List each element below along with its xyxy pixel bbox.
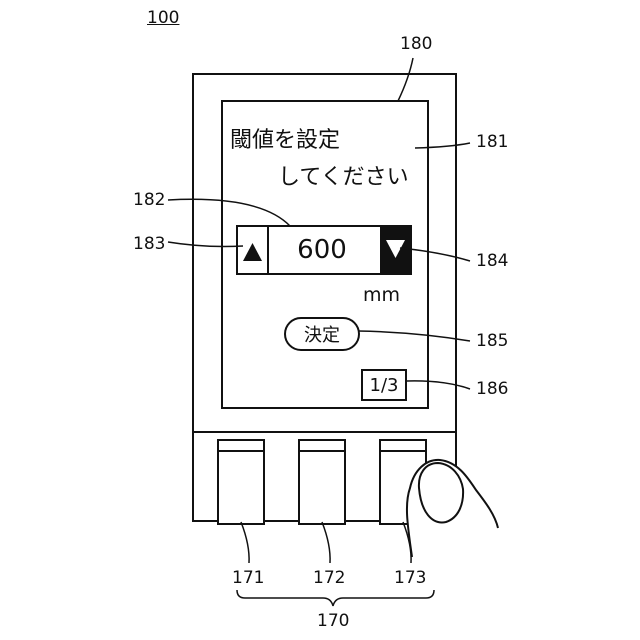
ref-label-181: 181 bbox=[476, 134, 508, 151]
ref-label-170: 170 bbox=[317, 613, 349, 630]
ref-label-180: 180 bbox=[400, 36, 432, 53]
instruction-line-2: してください bbox=[278, 167, 409, 189]
unit-label: mm bbox=[363, 286, 400, 305]
figure-number: 100 bbox=[147, 10, 179, 27]
leader-172 bbox=[322, 522, 330, 563]
ref-label-171: 171 bbox=[232, 570, 264, 587]
threshold-down-button[interactable] bbox=[380, 226, 411, 274]
ref-label-186: 186 bbox=[476, 381, 508, 398]
ref-label-173: 173 bbox=[394, 570, 426, 587]
ref-label-185: 185 bbox=[476, 333, 508, 350]
leader-171 bbox=[241, 522, 249, 563]
page-indicator: 1/3 bbox=[361, 369, 407, 401]
ref-label-172: 172 bbox=[313, 570, 345, 587]
ref-label-182: 182 bbox=[133, 192, 165, 209]
threshold-value-display: 600 bbox=[268, 226, 376, 274]
threshold-up-button[interactable] bbox=[237, 226, 268, 274]
group-brace-170 bbox=[237, 590, 434, 606]
hardware-button-171[interactable] bbox=[218, 440, 264, 524]
instruction-line-1: 閾値を設定 bbox=[230, 130, 340, 152]
hardware-button-172[interactable] bbox=[299, 440, 345, 524]
confirm-button[interactable]: 決定 bbox=[284, 317, 360, 351]
ref-label-184: 184 bbox=[476, 253, 508, 270]
ref-label-183: 183 bbox=[133, 236, 165, 253]
hardware-button-173[interactable] bbox=[380, 440, 426, 524]
